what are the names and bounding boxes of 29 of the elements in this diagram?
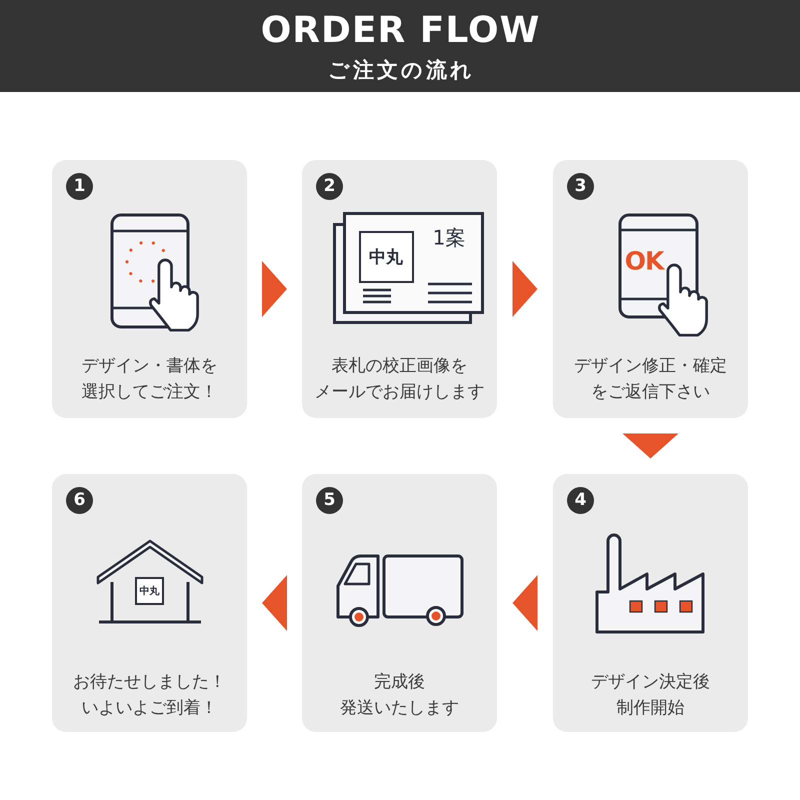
step-description: デザイン決定後制作開始 (591, 671, 710, 720)
step-number: 2 (316, 173, 343, 200)
ok-text: OK (624, 246, 664, 276)
title: ORDER FLOW (260, 9, 540, 53)
proposal-number: 1案 (432, 224, 466, 252)
step-description: デザイン・書体を選択してご注文！ (82, 355, 218, 404)
arrow (262, 261, 287, 317)
step-card (52, 160, 247, 418)
step-number: 5 (316, 487, 343, 514)
step-description: 表札の校正画像をメールでお届けします (314, 355, 484, 404)
step-description: デザイン修正・確定をご返信下さい (574, 355, 727, 404)
nameplate-text: 中丸 (369, 246, 403, 268)
step-card (553, 160, 748, 418)
step-card (302, 474, 497, 732)
step-number: 6 (66, 487, 93, 514)
step-number: 3 (567, 173, 594, 200)
arrow (512, 575, 538, 631)
step-number: 1 (66, 173, 93, 200)
subtitle: ご注文の流れ (327, 58, 475, 82)
arrow (622, 434, 678, 458)
nameplate-text: 中丸 (140, 584, 160, 598)
step-card (553, 474, 748, 732)
step-number: 4 (567, 487, 594, 514)
arrow (262, 575, 287, 631)
arrow (512, 261, 538, 317)
step-card (302, 160, 497, 418)
step-card (52, 474, 247, 732)
step-description: 完成後発送いたします (340, 671, 459, 720)
step-description: お待たせしました！いよいよご到着！ (73, 671, 226, 720)
